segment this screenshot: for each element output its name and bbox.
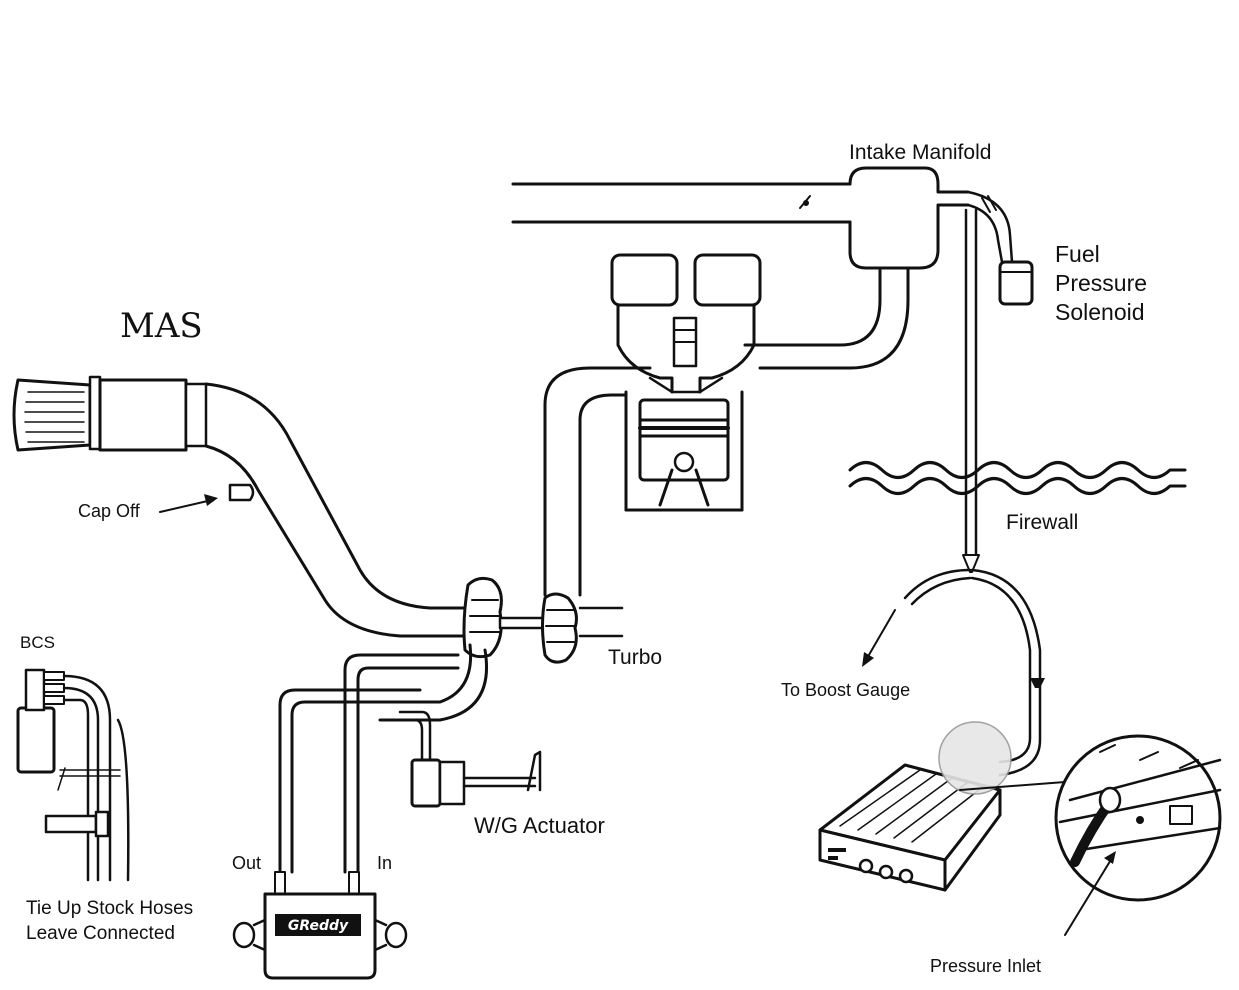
mass-air-sensor (88, 375, 208, 452)
firewall-line (848, 461, 1187, 495)
solenoid-label: Solenoid (1055, 299, 1145, 325)
cap-off-label: Cap Off (78, 501, 141, 521)
pressure-inlet-arrow (1064, 851, 1116, 936)
out-label: Out (232, 853, 261, 873)
brand-logo: GReddy (288, 918, 349, 934)
boost-reference-line (903, 208, 1045, 777)
turbocharger (462, 576, 624, 664)
fuel-pressure-solenoid (966, 190, 1034, 306)
tie-up-label-line2: Leave Connected (26, 923, 175, 944)
stock-bcs-assembly (16, 668, 130, 882)
wastegate-hose (378, 643, 488, 764)
in-label: In (377, 853, 392, 873)
boost-control-solenoid: GReddy (232, 871, 408, 980)
intake-pipe-to-turbo (204, 382, 472, 638)
fuel-label: Fuel (1055, 241, 1100, 267)
firewall-label: Firewall (1006, 511, 1078, 534)
engine-cylinder (610, 253, 762, 512)
pressure-label: Pressure (1055, 270, 1147, 296)
to-boost-gauge-label: To Boost Gauge (781, 680, 910, 700)
intercooler-piping (543, 366, 652, 597)
wg-actuator-label: W/G Actuator (474, 813, 605, 838)
cap-off-arrow (159, 494, 218, 513)
pressure-inlet-label: Pressure Inlet (930, 956, 1041, 976)
electronic-boost-controller-unit (818, 721, 1066, 892)
boost-controller-out-hose (278, 688, 422, 874)
pressure-inlet-detail (1054, 734, 1222, 902)
air-filter (12, 378, 92, 452)
to-boost-gauge-arrow (862, 609, 896, 667)
turbo-label: Turbo (608, 646, 662, 669)
intake-manifold-label: Intake Manifold (849, 141, 991, 164)
tie-up-label-line1: Tie Up Stock Hoses (26, 898, 193, 919)
boost-controller-in-hose (343, 653, 460, 874)
mas-label: MAS (120, 306, 203, 346)
bcs-label: BCS (20, 633, 55, 652)
wastegate-actuator (410, 750, 542, 808)
intake-manifold (511, 166, 970, 370)
